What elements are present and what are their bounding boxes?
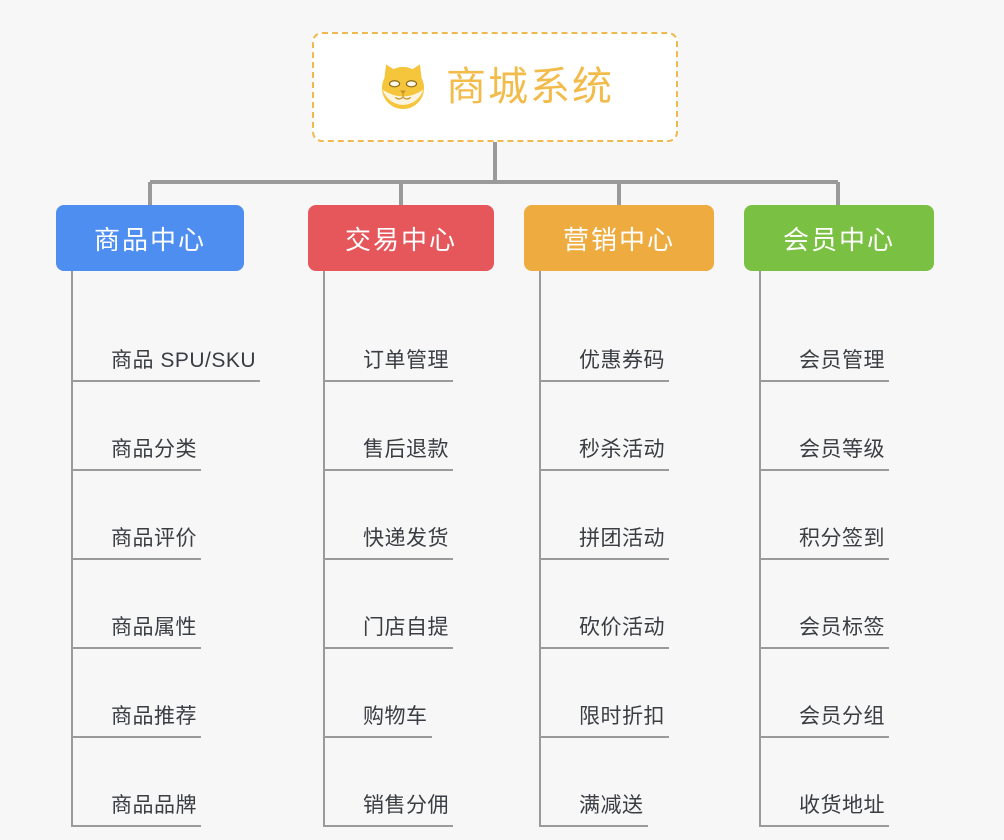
leaf-label: 商品属性 bbox=[107, 617, 201, 649]
list-item[interactable]: 商品 SPU/SKU bbox=[73, 293, 286, 382]
category-column-trade: 交易中心 订单管理 售后退款 快递发货 门店自提 购物车 销售分佣 bbox=[308, 205, 538, 827]
leaf-label: 砍价活动 bbox=[575, 617, 669, 649]
leaf-label: 销售分佣 bbox=[359, 795, 453, 827]
list-item[interactable]: 商品评价 bbox=[73, 471, 286, 560]
leaf-label: 会员标签 bbox=[795, 617, 889, 649]
leaf-label: 售后退款 bbox=[359, 439, 453, 471]
leaf-label: 满减送 bbox=[575, 795, 648, 827]
list-item[interactable]: 会员管理 bbox=[761, 293, 974, 382]
list-item[interactable]: 购物车 bbox=[325, 649, 538, 738]
leaf-label: 订单管理 bbox=[359, 350, 453, 382]
category-column-member: 会员中心 会员管理 会员等级 积分签到 会员标签 会员分组 收货地址 bbox=[744, 205, 974, 827]
leaf-label: 收货地址 bbox=[795, 795, 889, 827]
category-label: 商品中心 bbox=[93, 224, 206, 255]
category-header-marketing[interactable]: 营销中心 bbox=[524, 205, 714, 271]
category-label: 营销中心 bbox=[562, 224, 675, 255]
list-item[interactable]: 会员分组 bbox=[761, 649, 974, 738]
leaf-label: 商品评价 bbox=[107, 528, 201, 560]
leaf-list-marketing: 优惠券码 秒杀活动 拼团活动 砍价活动 限时折扣 满减送 bbox=[539, 271, 754, 827]
list-item[interactable]: 砍价活动 bbox=[541, 560, 754, 649]
list-item[interactable]: 商品属性 bbox=[73, 560, 286, 649]
leaf-list-product: 商品 SPU/SKU 商品分类 商品评价 商品属性 商品推荐 商品品牌 bbox=[71, 271, 286, 827]
leaf-label: 商品 SPU/SKU bbox=[107, 350, 261, 382]
list-item[interactable]: 满减送 bbox=[541, 738, 754, 827]
root-title: 商城系统 bbox=[446, 65, 614, 109]
leaf-label: 秒杀活动 bbox=[575, 439, 669, 471]
list-item[interactable]: 商品品牌 bbox=[73, 738, 286, 827]
leaf-label: 会员等级 bbox=[795, 439, 889, 471]
list-item[interactable]: 秒杀活动 bbox=[541, 382, 754, 471]
list-item[interactable]: 会员等级 bbox=[761, 382, 974, 471]
leaf-label: 会员管理 bbox=[795, 350, 889, 382]
leaf-label: 会员分组 bbox=[795, 706, 889, 738]
category-header-product[interactable]: 商品中心 bbox=[56, 205, 244, 271]
list-item[interactable]: 限时折扣 bbox=[541, 649, 754, 738]
list-item[interactable]: 商品推荐 bbox=[73, 649, 286, 738]
leaf-label: 购物车 bbox=[359, 706, 432, 738]
list-item[interactable]: 快递发货 bbox=[325, 471, 538, 560]
list-item[interactable]: 门店自提 bbox=[325, 560, 538, 649]
leaf-label: 门店自提 bbox=[359, 617, 453, 649]
category-column-marketing: 营销中心 优惠券码 秒杀活动 拼团活动 砍价活动 限时折扣 满减送 bbox=[524, 205, 754, 827]
list-item[interactable]: 拼团活动 bbox=[541, 471, 754, 560]
leaf-label: 商品推荐 bbox=[107, 706, 201, 738]
leaf-label: 商品品牌 bbox=[107, 795, 201, 827]
list-item[interactable]: 收货地址 bbox=[761, 738, 974, 827]
list-item[interactable]: 会员标签 bbox=[761, 560, 974, 649]
list-item[interactable]: 优惠券码 bbox=[541, 293, 754, 382]
leaf-label: 商品分类 bbox=[107, 439, 201, 471]
list-item[interactable]: 商品分类 bbox=[73, 382, 286, 471]
leaf-list-member: 会员管理 会员等级 积分签到 会员标签 会员分组 收货地址 bbox=[759, 271, 974, 827]
leaf-label: 快递发货 bbox=[359, 528, 453, 560]
leaf-list-trade: 订单管理 售后退款 快递发货 门店自提 购物车 销售分佣 bbox=[323, 271, 538, 827]
leaf-label: 优惠券码 bbox=[575, 350, 669, 382]
list-item[interactable]: 销售分佣 bbox=[325, 738, 538, 827]
shiba-dog-icon bbox=[381, 64, 425, 110]
category-label: 会员中心 bbox=[782, 224, 895, 255]
leaf-label: 限时折扣 bbox=[575, 706, 669, 738]
leaf-label: 积分签到 bbox=[795, 528, 889, 560]
category-header-trade[interactable]: 交易中心 bbox=[308, 205, 494, 271]
leaf-label: 拼团活动 bbox=[575, 528, 669, 560]
category-column-product: 商品中心 商品 SPU/SKU 商品分类 商品评价 商品属性 商品推荐 商品品牌 bbox=[56, 205, 286, 827]
list-item[interactable]: 售后退款 bbox=[325, 382, 538, 471]
category-label: 交易中心 bbox=[344, 224, 457, 255]
root-node[interactable]: 商城系统 bbox=[312, 32, 678, 142]
category-header-member[interactable]: 会员中心 bbox=[744, 205, 934, 271]
list-item[interactable]: 订单管理 bbox=[325, 293, 538, 382]
list-item[interactable]: 积分签到 bbox=[761, 471, 974, 560]
